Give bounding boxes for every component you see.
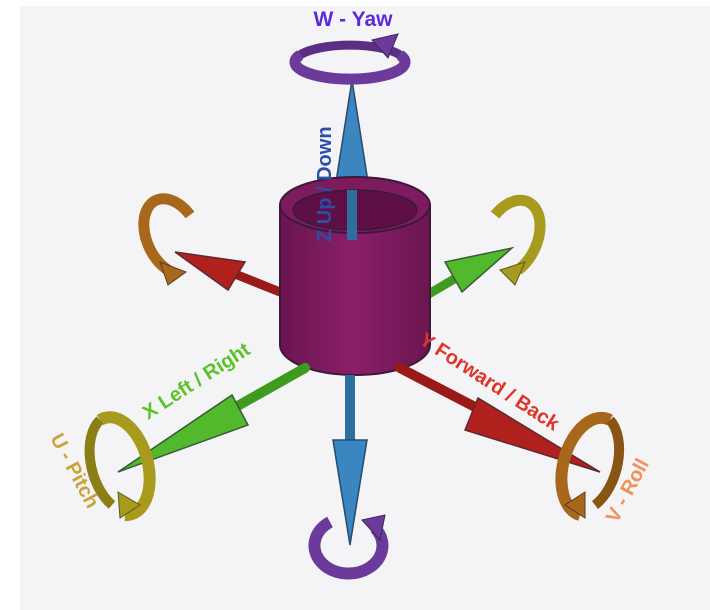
yaw-rotation-ring-icon (289, 33, 411, 85)
pitch-rotation-ring-upper-icon (138, 193, 195, 286)
yaw-label: W - Yaw (314, 8, 394, 31)
roll-rotation-ring-upper-icon (490, 194, 546, 286)
yaw-rotation-ring-lower-icon (308, 514, 389, 580)
z-axis-down-arrow (332, 375, 368, 546)
body-cylinder (279, 176, 431, 376)
up-down-label: Z Up / Down (314, 126, 336, 242)
pitch-rotation-ring-lower-icon (84, 411, 156, 522)
roll-rotation-ring-lower-icon (555, 411, 625, 521)
